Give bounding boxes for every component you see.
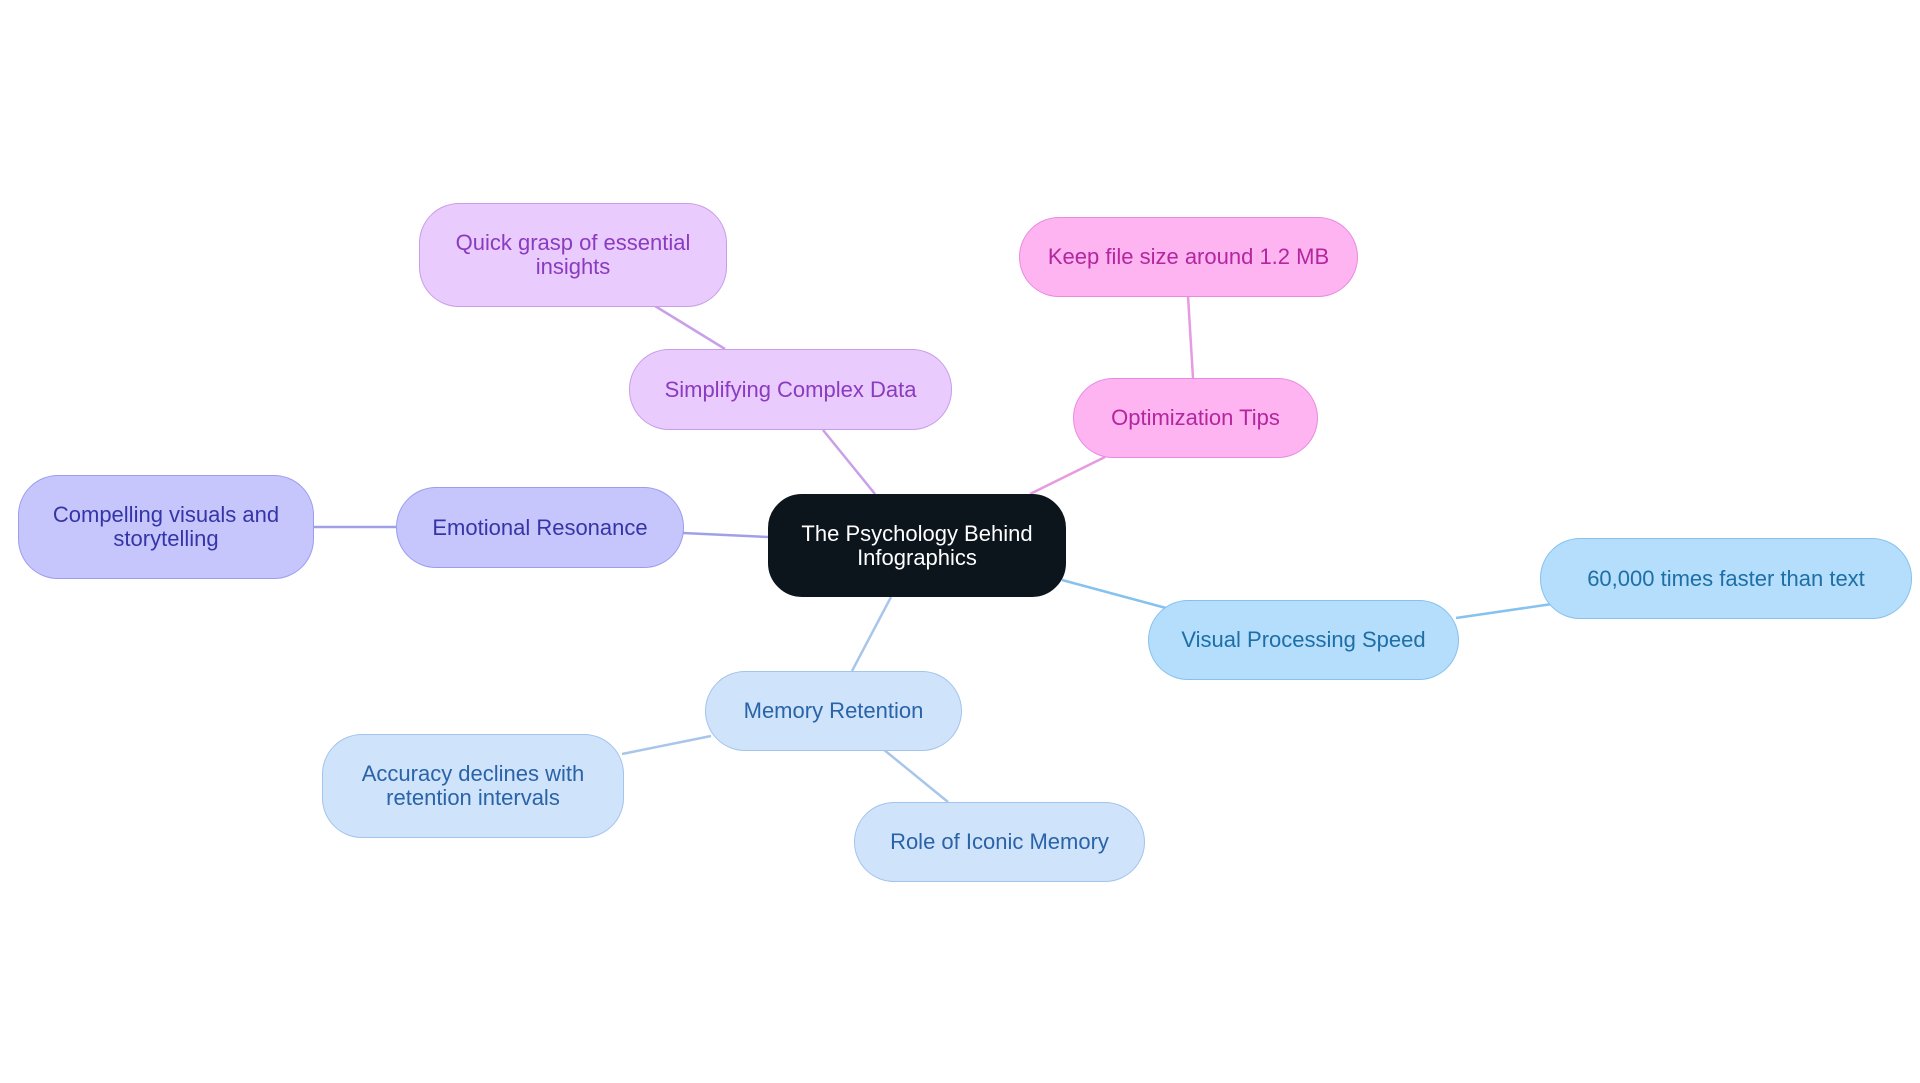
branch-visual-processing-speed-label: Visual Processing Speed bbox=[1181, 627, 1426, 652]
branch-simplifying-complex-data: Simplifying Complex Data bbox=[629, 349, 952, 430]
edge-simplifying-quickgrasp bbox=[654, 304, 726, 351]
leaf-iconic-memory-label: Role of Iconic Memory bbox=[890, 829, 1109, 854]
root-node: The Psychology Behind Infographics bbox=[768, 494, 1066, 597]
edge-root-memory bbox=[850, 596, 893, 672]
branch-simplifying-complex-data-label: Simplifying Complex Data bbox=[664, 376, 917, 402]
leaf-quick-grasp: Quick grasp of essential insights bbox=[419, 203, 727, 307]
branch-memory-retention: Memory Retention bbox=[705, 671, 962, 751]
leaf-file-size-label: Keep file size around 1.2 MB bbox=[1047, 244, 1330, 269]
leaf-accuracy-declines: Accuracy declines with retention interva… bbox=[322, 734, 624, 838]
leaf-compelling-visuals-label: Compelling visuals and storytelling bbox=[52, 502, 280, 551]
edge-memory-accuracy bbox=[621, 734, 712, 756]
leaf-file-size: Keep file size around 1.2 MB bbox=[1019, 217, 1358, 297]
edge-visual-speed bbox=[1455, 602, 1553, 620]
branch-visual-processing-speed: Visual Processing Speed bbox=[1148, 600, 1459, 680]
branch-optimization-tips-label: Optimization Tips bbox=[1111, 405, 1280, 430]
edge-root-optimization bbox=[1029, 455, 1106, 496]
branch-memory-retention-label: Memory Retention bbox=[743, 698, 924, 723]
leaf-faster-than-text: 60,000 times faster than text bbox=[1540, 538, 1912, 619]
edge-root-emotional bbox=[682, 531, 769, 539]
leaf-faster-than-text-label: 60,000 times faster than text bbox=[1587, 565, 1865, 591]
leaf-accuracy-declines-label: Accuracy declines with retention interva… bbox=[361, 761, 585, 810]
branch-emotional-resonance: Emotional Resonance bbox=[396, 487, 684, 568]
leaf-quick-grasp-label: Quick grasp of essential insights bbox=[455, 230, 691, 279]
edge-memory-iconic bbox=[882, 748, 949, 803]
leaf-compelling-visuals: Compelling visuals and storytelling bbox=[18, 475, 314, 579]
leaf-iconic-memory: Role of Iconic Memory bbox=[854, 802, 1145, 882]
edge-root-simplifying bbox=[822, 429, 876, 495]
root-node-label: The Psychology Behind Infographics bbox=[801, 520, 1033, 570]
edge-optimization-filesize bbox=[1186, 295, 1195, 379]
branch-optimization-tips: Optimization Tips bbox=[1073, 378, 1318, 458]
branch-emotional-resonance-label: Emotional Resonance bbox=[432, 514, 648, 540]
edge-root-visual bbox=[1061, 578, 1167, 610]
